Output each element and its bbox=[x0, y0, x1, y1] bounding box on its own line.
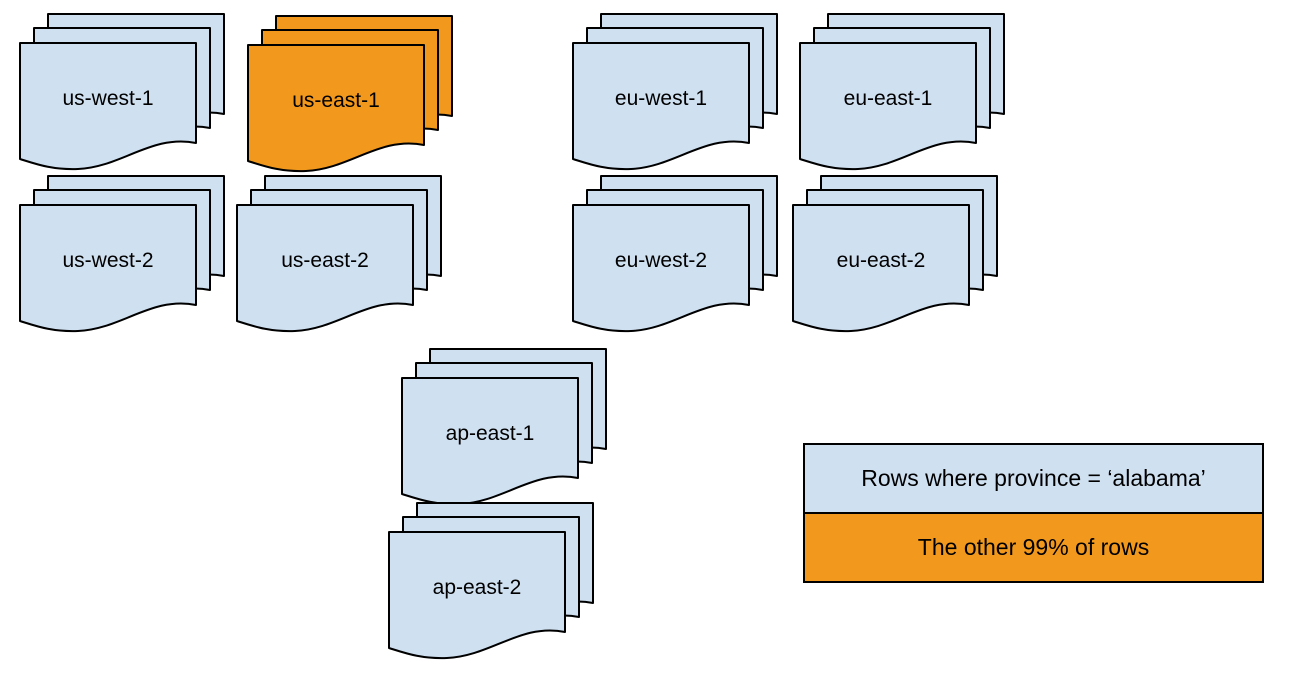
legend-item-alabama-rows: Rows where province = ‘alabama’ bbox=[805, 445, 1262, 512]
document-sheet-front-icon bbox=[388, 531, 566, 660]
legend: Rows where province = ‘alabama’ The othe… bbox=[803, 443, 1264, 583]
document-sheet-front-icon bbox=[792, 204, 970, 333]
document-sheet-front-icon bbox=[247, 44, 425, 173]
document-sheet-front-icon bbox=[19, 42, 197, 171]
document-sheet-front-icon bbox=[572, 204, 750, 333]
stack-eu-west-2: eu-west-2 bbox=[572, 175, 778, 333]
document-sheet-front-icon bbox=[236, 204, 414, 333]
stack-eu-east-2: eu-east-2 bbox=[792, 175, 998, 333]
document-sheet-front-icon bbox=[799, 42, 977, 171]
document-sheet-front-icon bbox=[401, 377, 579, 506]
stack-us-east-2: us-east-2 bbox=[236, 175, 442, 333]
document-sheet-front-icon bbox=[19, 204, 197, 333]
stack-eu-east-1: eu-east-1 bbox=[799, 13, 1005, 171]
stack-us-east-1: us-east-1 bbox=[247, 15, 453, 173]
legend-item-other-rows: The other 99% of rows bbox=[805, 512, 1262, 581]
stack-ap-east-2: ap-east-2 bbox=[388, 502, 594, 660]
stack-us-west-2: us-west-2 bbox=[19, 175, 225, 333]
stack-us-west-1: us-west-1 bbox=[19, 13, 225, 171]
stack-eu-west-1: eu-west-1 bbox=[572, 13, 778, 171]
stack-ap-east-1: ap-east-1 bbox=[401, 348, 607, 506]
legend-item-label: The other 99% of rows bbox=[917, 534, 1150, 560]
document-sheet-front-icon bbox=[572, 42, 750, 171]
legend-item-label: Rows where province = ‘alabama’ bbox=[861, 465, 1206, 491]
